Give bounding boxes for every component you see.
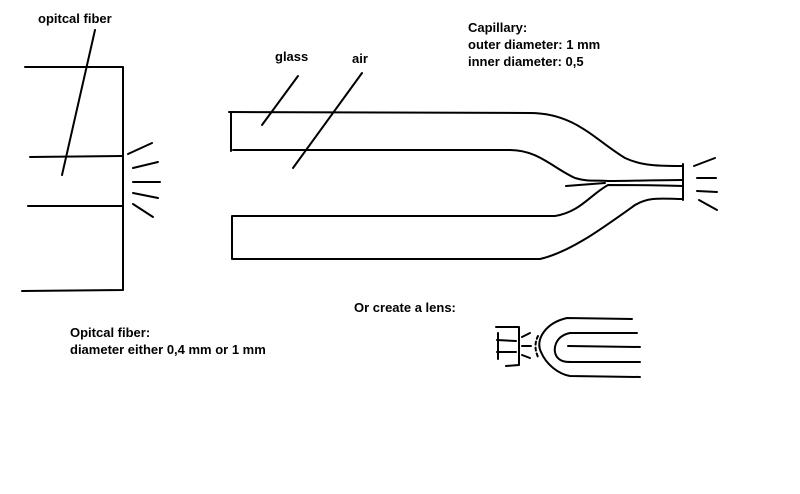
lens-drawing bbox=[495, 317, 641, 378]
optical-fiber-drawing bbox=[21, 29, 124, 292]
capillary-ray bbox=[696, 190, 718, 193]
lens-ray bbox=[521, 332, 531, 338]
glass-label: glass bbox=[275, 49, 309, 64]
capillary-drawing bbox=[228, 72, 684, 260]
lens-bore-line bbox=[567, 345, 641, 348]
capillary-light-rays bbox=[693, 157, 718, 211]
fiber-spec-diameter: diameter either 0,4 mm or 1 mm bbox=[70, 342, 266, 357]
capillary-inner-bottom bbox=[232, 184, 684, 217]
capillary-air-stroke bbox=[565, 182, 606, 187]
fiber-ray bbox=[132, 203, 154, 218]
air-label: air bbox=[352, 51, 368, 66]
fiber-label-pointer bbox=[61, 29, 96, 176]
capillary-outer-diameter: outer diameter: 1 mm bbox=[468, 37, 601, 52]
fiber-outline bbox=[21, 66, 124, 292]
fiber-ray bbox=[127, 142, 153, 155]
glass-label-pointer bbox=[261, 75, 299, 126]
fiber-ray bbox=[132, 161, 159, 169]
lens-outer-curve bbox=[538, 317, 641, 378]
capillary-title: Capillary: bbox=[468, 20, 528, 35]
optical-fiber-pointer-label: opitcal fiber bbox=[38, 11, 112, 26]
fiber-light-rays bbox=[127, 142, 161, 218]
fiber-spec-title: Opitcal fiber: bbox=[70, 325, 151, 340]
capillary-inner-diameter: inner diameter: 0,5 bbox=[468, 54, 584, 69]
lens-inner-curve bbox=[553, 332, 641, 363]
lens-fiber-outline bbox=[495, 326, 520, 367]
capillary-outer-bottom bbox=[232, 197, 684, 260]
lens-ray bbox=[521, 354, 531, 359]
lens-option-label: Or create a lens: bbox=[354, 300, 456, 315]
fiber-ray bbox=[132, 192, 159, 199]
fiber-core-top-line bbox=[29, 155, 123, 158]
capillary-inner-top bbox=[232, 149, 684, 182]
capillary-ray bbox=[693, 157, 716, 167]
air-label-pointer bbox=[292, 72, 363, 169]
capillary-ray bbox=[698, 199, 718, 211]
capillary-outer-top bbox=[228, 111, 684, 167]
lens-fiber-core-top bbox=[496, 339, 517, 342]
lens-dashed-arc bbox=[534, 335, 539, 358]
